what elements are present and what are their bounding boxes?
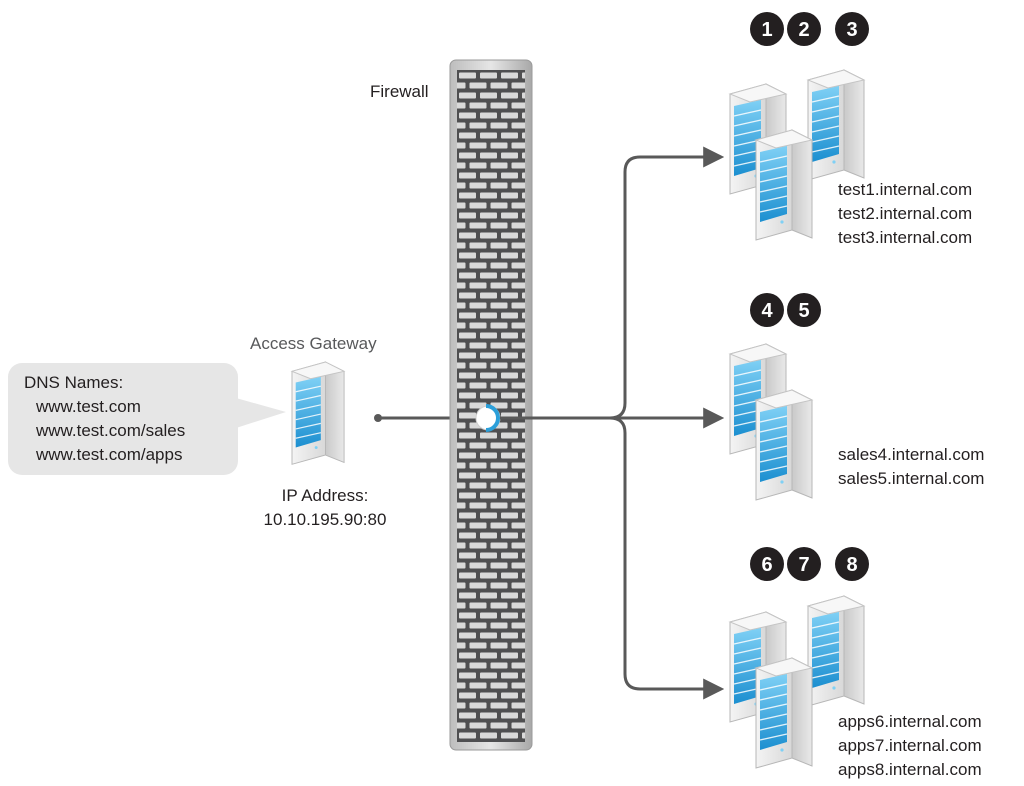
badge-6-label: 6 [761,554,772,576]
hostname: apps8.internal.com [838,760,982,779]
sales-hosts-list: sales4.internal.com sales5.internal.com [838,443,984,491]
badge-3-label: 3 [846,19,857,41]
hostname: test2.internal.com [838,204,973,223]
badge-7: 7 [787,547,821,581]
test-hosts-list: test1.internal.com test2.internal.com te… [838,178,972,250]
dns-names-list: www.test.com www.test.com/sales www.test… [36,395,185,467]
firewall-port-icon [475,404,501,432]
routing-lines [500,146,725,700]
badge-8-label: 8 [846,554,857,576]
apps-hosts-list: apps6.internal.com apps7.internal.com ap… [838,710,982,782]
hostname: apps6.internal.com [838,712,982,731]
hostname: test3.internal.com [838,228,973,247]
ip-address-label: IP Address: [281,486,369,505]
firewall-label: Firewall [370,82,429,101]
hostname: sales5.internal.com [838,469,985,488]
dns-callout-bubble [8,363,286,475]
hostname: test1.internal.com [838,180,973,199]
hostname: apps7.internal.com [838,736,982,755]
dns-name-item: www.test.com/apps [36,445,183,464]
badge-2: 2 [787,12,821,46]
access-gateway-server-icon [291,361,345,465]
badge-6: 6 [750,547,784,581]
dns-names-title: DNS Names: [24,373,124,392]
badge-2-label: 2 [798,19,809,41]
badge-5: 5 [787,293,821,327]
badge-1-label: 1 [761,19,772,41]
badge-8: 8 [835,547,869,581]
hostname: sales4.internal.com [838,445,985,464]
badge-5-label: 5 [798,300,809,322]
access-gateway-label: Access Gateway [250,334,377,353]
badge-4-label: 4 [761,300,773,322]
sales-server-cluster-icon [729,343,813,501]
dns-name-item: www.test.com [36,397,141,416]
ip-address-value: 10.10.195.90:80 [263,510,387,529]
badge-1: 1 [750,12,784,46]
badge-7-label: 7 [798,554,809,576]
badge-3: 3 [835,12,869,46]
dns-name-item: www.test.com/sales [36,421,186,440]
badge-4: 4 [750,293,784,327]
